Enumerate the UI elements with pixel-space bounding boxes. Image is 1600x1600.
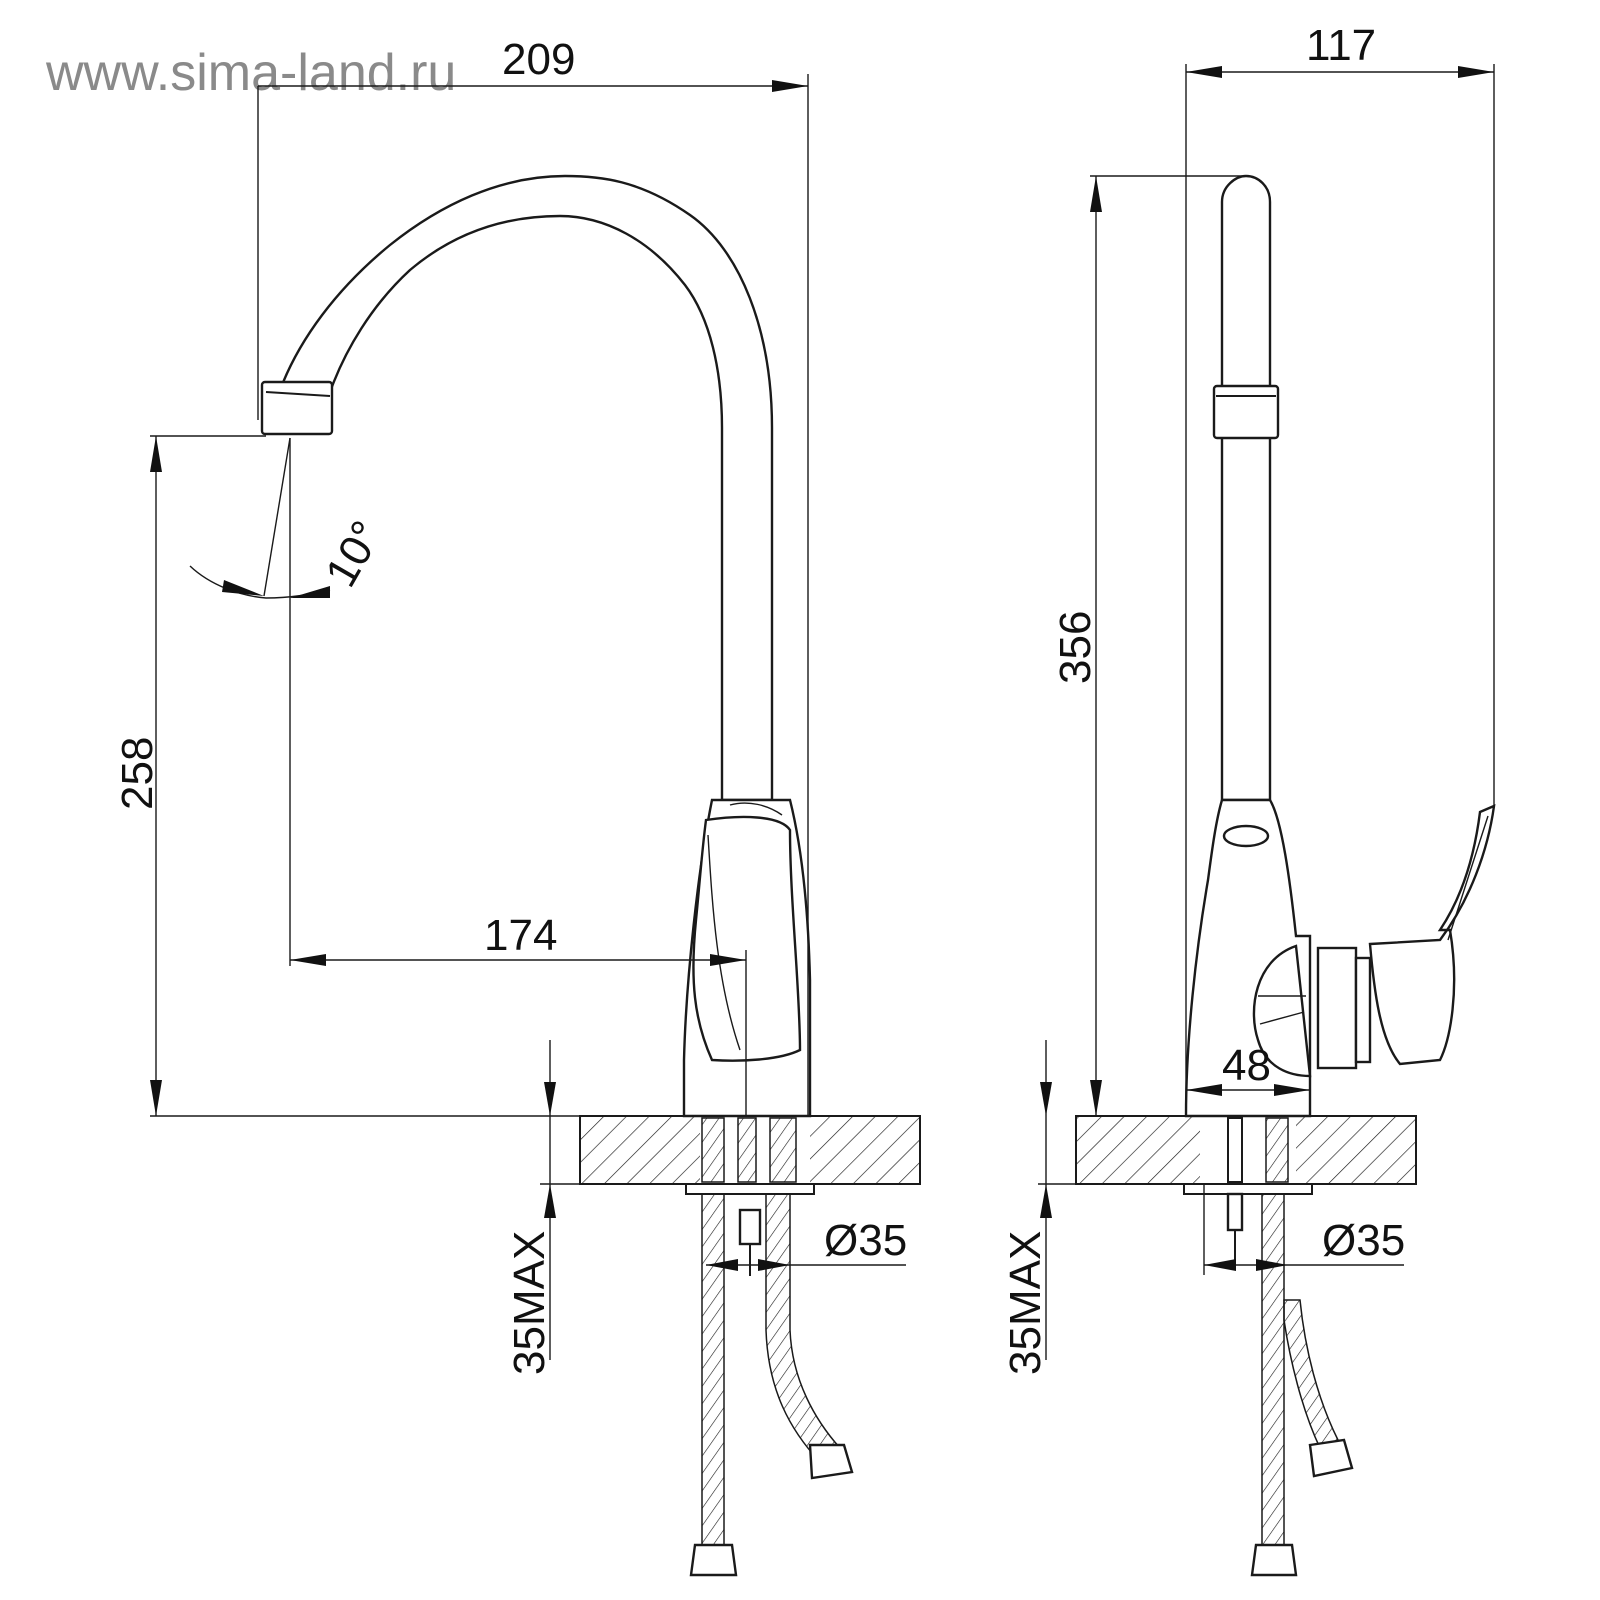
front-angle-label: 10° xyxy=(316,513,392,595)
side-view: 117 356 48 35MAX Ø35 xyxy=(1001,21,1496,1577)
front-spout xyxy=(260,174,774,802)
front-view: 209 258 10° 174 35 xyxy=(113,35,921,1577)
front-dimensions: 209 258 10° 174 35 xyxy=(113,35,907,1375)
front-height-label: 258 xyxy=(113,737,162,810)
side-height-label: 356 xyxy=(1051,611,1100,684)
front-hoses xyxy=(689,1193,854,1577)
side-spout xyxy=(1212,174,1280,802)
front-body xyxy=(682,798,812,1118)
side-body xyxy=(1184,798,1496,1118)
side-counter-label: 35MAX xyxy=(1001,1231,1050,1375)
front-countertop xyxy=(579,1115,921,1195)
front-hole-label: Ø35 xyxy=(824,1216,907,1265)
side-hoses xyxy=(1226,1192,1354,1577)
front-reach-label: 174 xyxy=(484,911,557,960)
side-hole-label: Ø35 xyxy=(1322,1216,1405,1265)
side-base-label: 48 xyxy=(1222,1041,1271,1090)
front-counter-label: 35MAX xyxy=(505,1231,554,1375)
side-width-label: 117 xyxy=(1306,21,1376,70)
side-countertop xyxy=(1075,1115,1417,1195)
front-width-label: 209 xyxy=(502,35,575,84)
side-dimensions: 117 356 48 35MAX Ø35 xyxy=(1001,21,1495,1375)
watermark-text: www.sima-land.ru xyxy=(45,44,456,102)
